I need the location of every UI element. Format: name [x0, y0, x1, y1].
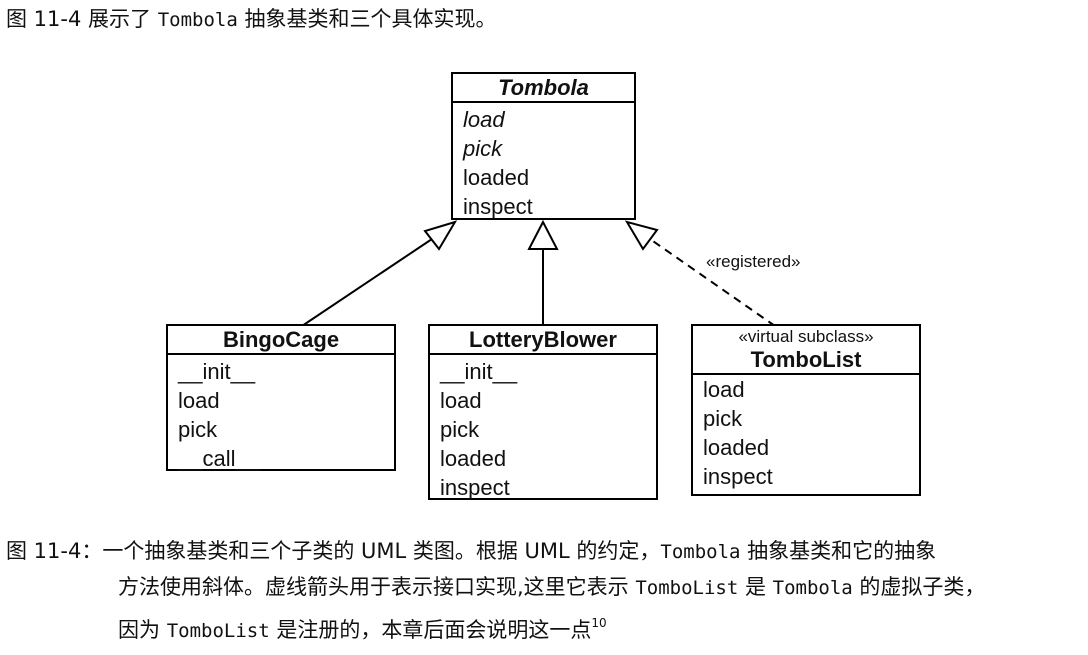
code-tombola: Tombola	[660, 541, 741, 563]
method-inspect: inspect	[463, 194, 533, 219]
class-box-tombolist: «virtual subclass» TomboList load pick l…	[691, 324, 921, 496]
code-tombolist: TomboList	[166, 620, 270, 642]
code-tombola: Tombola	[157, 9, 238, 31]
caption-line-2: 方法使用斜体。虚线箭头用于表示接口实现,这里它表示 TomboList 是 To…	[118, 575, 986, 599]
method-pick: pick	[703, 406, 743, 431]
stereotype-virtual-subclass: «virtual subclass»	[738, 327, 874, 346]
class-name-tombolist: TomboList	[750, 347, 862, 372]
inheritance-arrowhead-lotteryblower	[527, 219, 559, 250]
caption-line-1: 图 11-4：一个抽象基类和三个子类的 UML 类图。根据 UML 的约定，To…	[6, 539, 937, 563]
method-load: load	[178, 388, 220, 413]
code-tombolist: TomboList	[635, 577, 739, 599]
class-box-bingocage: BingoCage __init__ load pick __call__	[166, 324, 396, 471]
method-init: __init__	[178, 359, 256, 384]
method-inspect: inspect	[440, 475, 510, 500]
class-methods-bingocage: __init__ load pick __call__	[168, 355, 394, 473]
class-methods-tombola: load pick loaded inspect	[453, 103, 634, 221]
class-name-tombola: Tombola	[453, 74, 634, 103]
method-load: load	[440, 388, 482, 413]
intro-text: 图 11-4 展示了 Tombola 抽象基类和三个具体实现。	[6, 7, 497, 31]
method-call: __call__	[178, 446, 260, 471]
method-load: load	[463, 107, 505, 132]
method-pick: pick	[440, 417, 480, 442]
method-loaded: loaded	[703, 435, 770, 460]
method-pick: pick	[178, 417, 218, 442]
class-box-tombola: Tombola load pick loaded inspect	[451, 72, 636, 220]
class-name-bingocage: BingoCage	[168, 326, 394, 355]
method-loaded: loaded	[463, 165, 530, 190]
registered-label: «registered»	[706, 252, 801, 271]
inheritance-arrowhead-bingocage	[423, 220, 458, 251]
inheritance-line-bingocage	[301, 238, 433, 327]
class-header-tombolist: «virtual subclass» TomboList	[693, 326, 919, 375]
caption-line-3: 因为 TomboList 是注册的，本章后面会说明这一点10	[118, 616, 607, 642]
code-tombola: Tombola	[772, 577, 853, 599]
method-init: __init__	[440, 359, 518, 384]
figure-caption: 图 11-4：一个抽象基类和三个子类的 UML 类图。根据 UML 的约定，To…	[6, 534, 985, 649]
method-inspect: inspect	[703, 464, 773, 489]
registered-line-tombolist	[649, 238, 776, 327]
class-methods-tombolist: load pick loaded inspect	[693, 375, 919, 491]
method-loaded: loaded	[440, 446, 507, 471]
class-box-lotteryblower: LotteryBlower __init__ load pick loaded …	[428, 324, 658, 500]
method-load: load	[703, 377, 745, 402]
class-name-lotteryblower: LotteryBlower	[430, 326, 656, 355]
class-methods-lotteryblower: __init__ load pick loaded inspect	[430, 355, 656, 502]
registered-arrowhead-tombolist	[624, 220, 659, 251]
method-pick: pick	[463, 136, 503, 161]
footnote-ref[interactable]: 10	[591, 616, 607, 630]
